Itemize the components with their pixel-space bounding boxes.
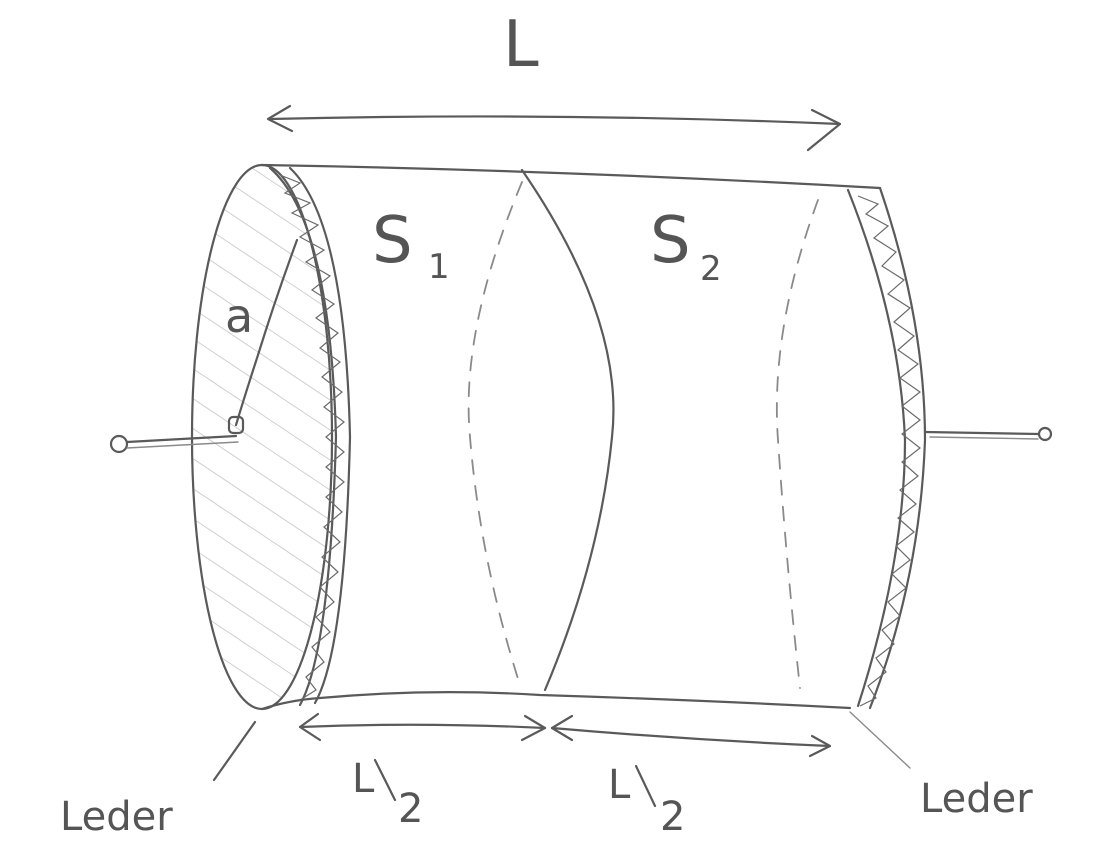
cylinder-body — [260, 163, 882, 711]
radius-label: a — [225, 289, 253, 343]
half-arrow-right — [550, 714, 832, 758]
conductor-label-right: Leder — [920, 776, 1033, 822]
segment1-subscript: 1 — [428, 247, 450, 287]
half-label-right: L 2 — [608, 762, 685, 840]
half-left-denominator: 2 — [398, 786, 423, 832]
length-label: L — [503, 8, 539, 82]
conductor-label-left: Leder — [60, 794, 173, 840]
left-terminal — [109, 415, 245, 454]
left-end-face — [190, 163, 334, 711]
left-conductor-rim — [268, 166, 352, 707]
right-end — [775, 186, 927, 710]
half-left-numerator: L — [352, 756, 375, 802]
half-right-numerator: L — [608, 762, 631, 808]
segment2-label: S — [650, 204, 691, 278]
segment2-subscript: 2 — [700, 249, 722, 289]
half-label-left: L 2 — [352, 756, 423, 832]
conductor-label-left-group: Leder — [60, 720, 257, 840]
segment1-label: S — [372, 204, 413, 278]
half-right-denominator: 2 — [660, 794, 685, 840]
length-arrow — [266, 104, 842, 152]
half-arrow-left — [298, 712, 547, 742]
radius-line — [234, 238, 299, 427]
conductor-label-right-group: Leder — [849, 711, 1033, 822]
right-terminal — [923, 426, 1053, 442]
segment-divider — [467, 168, 615, 692]
